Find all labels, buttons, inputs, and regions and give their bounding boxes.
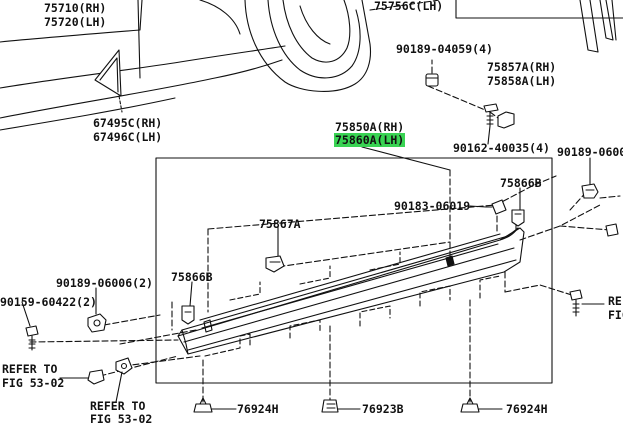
label-refer-bottom-1: REFER TO <box>90 399 146 413</box>
label-75858a-lh: 75858A(LH) <box>487 74 557 88</box>
screw-76923b <box>321 399 339 413</box>
label-90183-06019: 90183-06019 <box>394 199 471 213</box>
label-refer-right-1: RE <box>608 294 622 308</box>
label-90162-40035: 90162-40035(4) <box>453 141 550 155</box>
label-75866b-top: 75866B <box>500 176 542 190</box>
label-76924h-left: 76924H <box>237 402 279 416</box>
nut-76924h-left <box>193 397 213 413</box>
clip-refer-left <box>87 369 105 385</box>
label-90189-0600-right: 90189-0600 <box>557 145 623 159</box>
nut-90189-right <box>581 183 599 199</box>
bolt-right-side <box>569 289 583 317</box>
label-75850a-rh: 75850A(RH) <box>335 120 405 134</box>
clip-75866b-left <box>181 305 195 325</box>
dashed-guides <box>29 59 621 406</box>
clip-refer-bottom <box>115 357 133 375</box>
label-75756c-lh: 75756C(LH) <box>374 0 444 13</box>
assembly-box <box>155 157 553 384</box>
clip-90183-06019 <box>485 199 507 215</box>
bolt-90159-60422 <box>25 325 39 351</box>
label-67495c-rh: 67495C(RH) <box>93 116 163 130</box>
label-refer-left-2: FIG 53-02 <box>2 376 65 390</box>
label-75720-lh: 75720(LH) <box>44 15 107 29</box>
cap-75857a <box>497 111 515 129</box>
rocker-panel-moulding <box>177 227 525 355</box>
nut-90189-06006 <box>87 313 107 333</box>
label-refer-bottom-2: FIG 53-02 <box>90 412 153 426</box>
nut-76924h-right <box>460 397 480 413</box>
label-90189-04059: 90189-04059(4) <box>396 42 493 56</box>
label-75867a: 75867A <box>259 217 301 231</box>
fender-box <box>455 0 623 53</box>
label-refer-right-2: FIG <box>608 308 623 322</box>
clip-position-guides <box>204 251 501 357</box>
label-75710-rh: 75710(RH) <box>44 1 107 15</box>
label-76923b: 76923B <box>362 402 404 416</box>
label-75866b-left: 75866B <box>171 270 213 284</box>
part-67495c-triangle <box>94 49 123 113</box>
leader-lines <box>21 125 605 410</box>
label-90159-60422: 90159-60422(2) <box>0 295 97 309</box>
label-75857a-rh: 75857A(RH) <box>487 60 557 74</box>
label-75860a-lh-highlighted: 75860A(LH) <box>334 133 406 147</box>
clip-right-side <box>605 223 619 237</box>
label-67496c-lh: 67496C(LH) <box>93 130 163 144</box>
label-76924h-right: 76924H <box>506 402 548 416</box>
label-90189-06006: 90189-06006(2) <box>56 276 153 290</box>
nut-90189-04059 <box>425 73 439 87</box>
screw-90162-40035 <box>483 103 499 127</box>
clip-75866b-top <box>511 209 525 227</box>
car-body-outline <box>0 0 441 131</box>
clip-75867a <box>265 255 285 273</box>
label-refer-left-1: REFER TO <box>2 362 58 376</box>
